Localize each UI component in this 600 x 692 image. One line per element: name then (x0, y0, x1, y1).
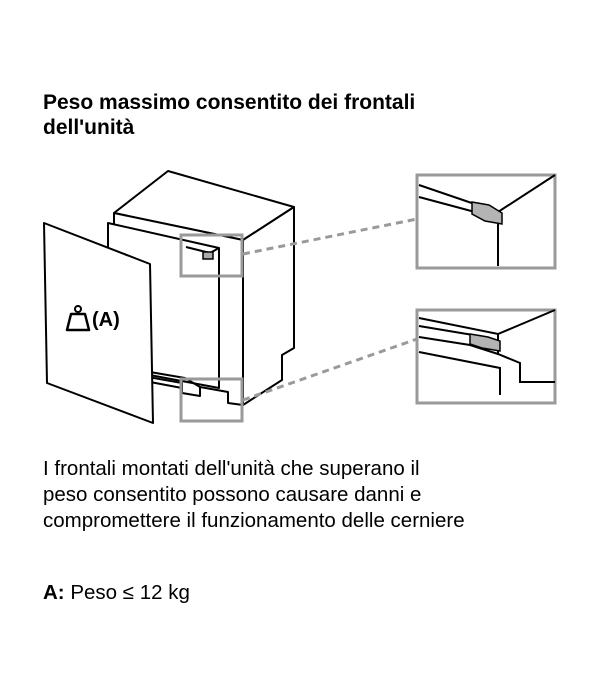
leader-line-bottom (242, 337, 418, 402)
page-title: Peso massimo consentito dei frontali del… (43, 90, 563, 140)
cabinet-side (242, 206, 295, 406)
detail-panel-top (415, 173, 557, 270)
body-text-line-1: I frontali montati dell'unità che supera… (43, 457, 420, 480)
plinth-line-2 (149, 381, 183, 389)
decor-front-panel (43, 222, 154, 424)
hinge-block (202, 251, 214, 260)
legend-key: A: (43, 581, 65, 604)
legend: A: Peso ≤ 12 kg (43, 580, 190, 606)
hinge-detail-top (471, 201, 503, 225)
detail-panel-bottom (415, 308, 557, 405)
leader-line-top (242, 217, 418, 256)
weight-icon (65, 305, 91, 332)
page-title-line-2: dell'unità (43, 116, 135, 139)
hinge-detail-bottom (469, 333, 501, 352)
legend-value: Peso ≤ 12 kg (70, 581, 190, 604)
body-text-line-3: compromettere il funzionamento delle cer… (43, 509, 465, 532)
body-text-line-2: peso consentito possono causare danni e (43, 483, 422, 506)
callout-frame-bottom (179, 377, 244, 423)
page-title-line-1: Peso massimo consentito dei frontali (43, 91, 416, 114)
weight-label: (A) (92, 309, 120, 331)
body-text: I frontali montati dell'unità che supera… (43, 456, 583, 534)
callout-frame-top (179, 233, 244, 278)
